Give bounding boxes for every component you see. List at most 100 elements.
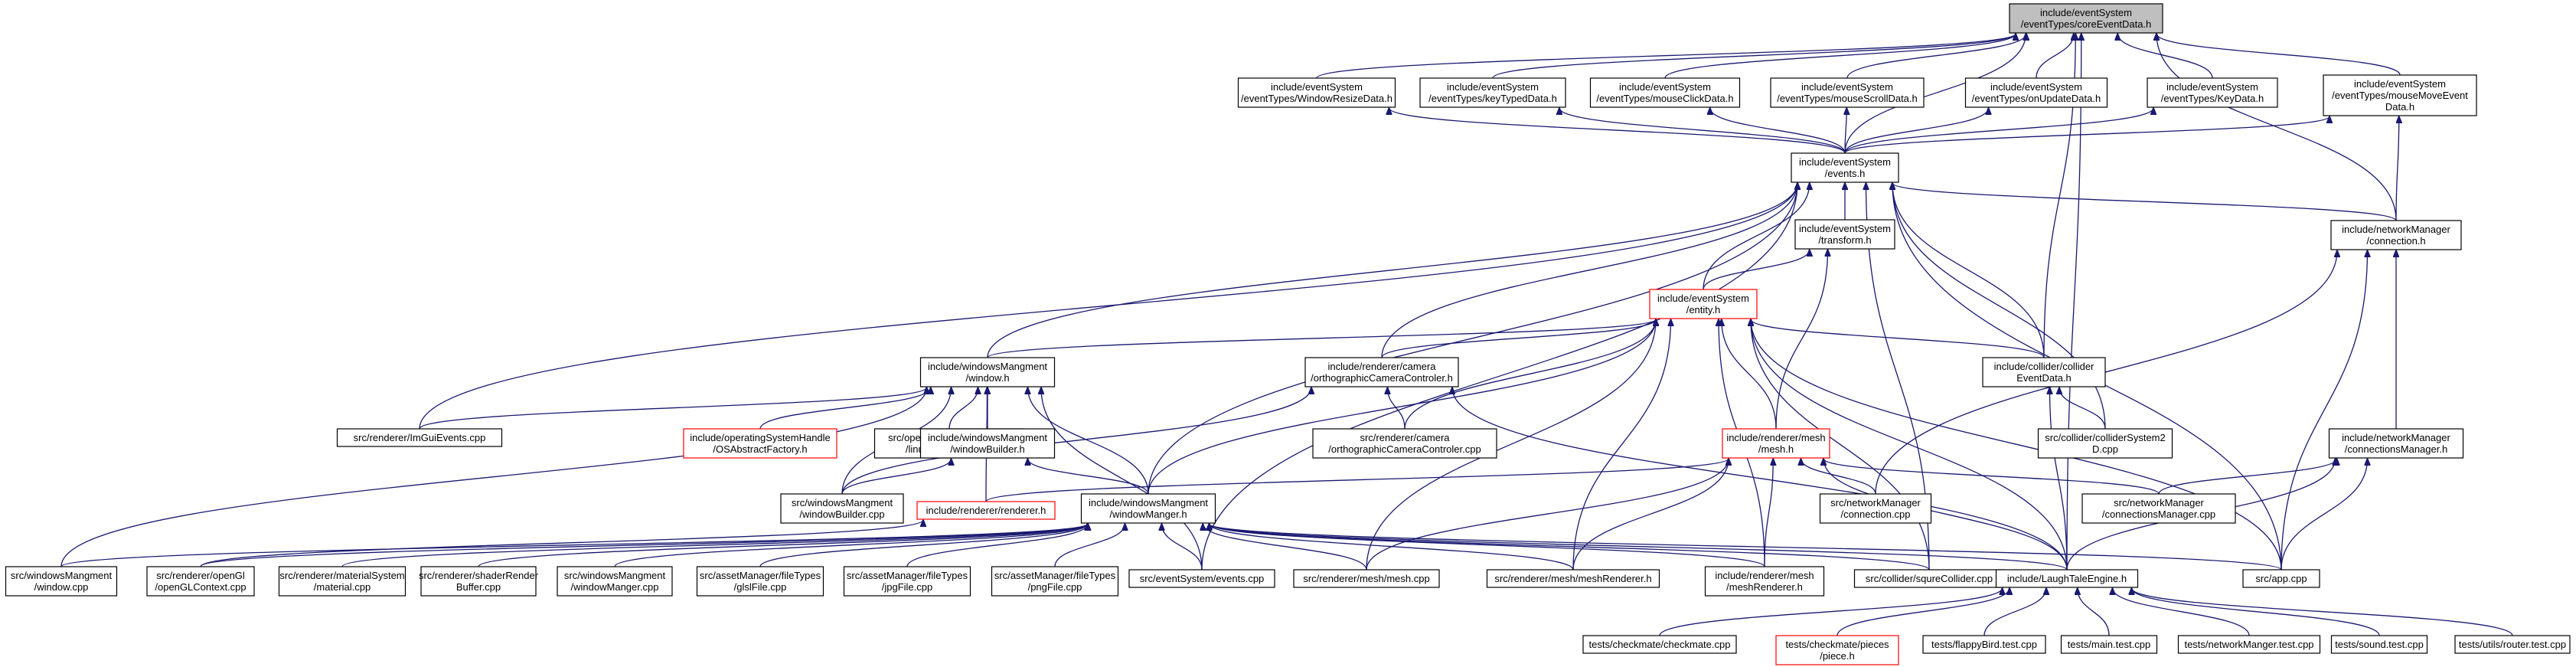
edge-laugh-to-orthoh xyxy=(1452,387,2068,571)
node-wbuilder[interactable]: include/windowsMangment/windowBuilder.h xyxy=(919,428,1056,459)
node-label-jpgfile: src/assetManager/fileTypes xyxy=(847,570,968,581)
edge-wmanger-to-window xyxy=(1028,387,1149,495)
node-wmangercpp[interactable]: src/windowsMangment/windowManger.cpp xyxy=(557,566,673,597)
node-box-events xyxy=(1791,152,1899,183)
edge-meshrendcpp-to-wmanger xyxy=(1210,524,1574,571)
node-transform[interactable]: include/eventSystem/transform.h xyxy=(1794,219,1895,250)
node-soundtest[interactable]: tests/sound.test.cpp xyxy=(2330,635,2428,654)
node-mclick[interactable]: include/eventSystem/eventTypes/mouseClic… xyxy=(1589,77,1741,108)
node-connmgr[interactable]: include/networkManager/connectionsManage… xyxy=(2328,428,2464,459)
node-piece[interactable]: tests/checkmate/pieces/piece.h xyxy=(1775,635,1899,665)
node-label-glslfile: /glslFile.cpp xyxy=(734,581,787,593)
edge-laugh-to-entity xyxy=(1751,319,2068,571)
node-meshcpp[interactable]: src/renderer/mesh/mesh.cpp xyxy=(1293,569,1440,588)
node-label-windowcpp: src/windowsMangment xyxy=(11,570,113,581)
edge-piece-to-laugh xyxy=(1837,588,2010,636)
node-orthoh[interactable]: include/renderer/camera/orthographicCame… xyxy=(1304,357,1459,387)
node-mscroll[interactable]: include/eventSystem/eventTypes/mouseScro… xyxy=(1770,77,1925,108)
node-label-checkmate: tests/checkmate/checkmate.cpp xyxy=(1589,639,1731,650)
node-eventscpp[interactable]: src/eventSystem/events.cpp xyxy=(1128,569,1275,588)
node-checkmate[interactable]: tests/checkmate/checkmate.cpp xyxy=(1582,635,1737,654)
node-material[interactable]: src/renderer/materialSystem/material.cpp xyxy=(278,566,406,597)
node-box-colliderev xyxy=(1982,357,2106,387)
node-label-mmove: Data.h xyxy=(2385,101,2414,113)
edge-mclick-to-core xyxy=(1664,34,2016,79)
edge-conncpp-to-meshh xyxy=(1801,459,1876,495)
node-laugh[interactable]: include/LaughTaleEngine.h xyxy=(1995,569,2139,588)
node-window[interactable]: include/windowsMangment/window.h xyxy=(919,357,1056,387)
node-label-events: /events.h xyxy=(1825,168,1866,179)
node-label-meshrendh: /meshRenderer.h xyxy=(1726,581,1803,593)
node-keydata[interactable]: include/eventSystem/eventTypes/KeyData.h xyxy=(2147,77,2278,108)
node-nettest[interactable]: tests/networkManger.test.cpp xyxy=(2177,635,2321,654)
node-windowcpp[interactable]: src/windowsMangment/window.cpp xyxy=(5,566,118,597)
edge-appcpp-to-connmgr xyxy=(2281,459,2368,571)
node-label-openglctx: /openGLContext.cpp xyxy=(155,581,246,593)
node-box-connmgr xyxy=(2328,428,2464,459)
node-onupdate[interactable]: include/eventSystem/eventTypes/onUpdateD… xyxy=(1964,77,2108,108)
node-connmgrcpp[interactable]: src/networkManager/connectionsManager.cp… xyxy=(2081,493,2236,524)
node-label-wmangercpp: src/windowsMangment xyxy=(564,570,666,581)
node-osfactory[interactable]: include/operatingSystemHandle/OSAbstract… xyxy=(683,428,837,459)
node-meshrendh[interactable]: include/renderer/mesh/meshRenderer.h xyxy=(1704,566,1825,597)
node-label-mmove: /eventTypes/mouseMoveEvent xyxy=(2332,90,2468,101)
node-maintest[interactable]: tests/main.test.cpp xyxy=(2060,635,2158,654)
edge-events-to-keydata xyxy=(1844,108,2153,154)
node-meshh[interactable]: include/renderer/mesh/mesh.h xyxy=(1722,428,1830,459)
node-squre[interactable]: src/collider/squreCollider.cpp xyxy=(1853,569,2005,588)
edge-checkmate-to-laugh xyxy=(1659,588,2003,636)
node-label-connmgr: /connectionsManager.h xyxy=(2345,443,2447,455)
edge-collsys-to-colliderev xyxy=(2059,387,2106,430)
node-core[interactable]: include/eventSystem/eventTypes/coreEvent… xyxy=(2009,3,2163,34)
node-label-orthocpp: /orthographicCameraControler.cpp xyxy=(1328,443,1481,455)
edge-wresize-to-core xyxy=(1316,34,2016,79)
node-label-wbuilder: /windowBuilder.h xyxy=(950,443,1025,455)
node-flappy[interactable]: tests/flappyBird.test.cpp xyxy=(1922,635,2046,654)
dependency-nodes: include/eventSystem/eventTypes/coreEvent… xyxy=(5,3,2571,665)
node-pngfile[interactable]: src/assetManager/fileTypes/pngFile.cpp xyxy=(991,566,1119,597)
node-label-piece: /piece.h xyxy=(1820,650,1855,662)
node-routertest[interactable]: tests/utils/router.test.cpp xyxy=(2454,635,2571,654)
edge-orthoh-to-events xyxy=(1381,183,1797,358)
node-rendererh[interactable]: include/renderer/renderer.h xyxy=(916,501,1056,520)
node-box-meshh xyxy=(1722,428,1830,459)
node-label-flappy: tests/flappyBird.test.cpp xyxy=(1931,639,2037,650)
node-openglctx[interactable]: src/renderer/openGl/openGLContext.cpp xyxy=(146,566,255,597)
node-imgui[interactable]: src/renderer/ImGuiEvents.cpp xyxy=(336,428,503,447)
node-mmove[interactable]: include/eventSystem/eventTypes/mouseMove… xyxy=(2323,74,2477,116)
node-label-transform: /transform.h xyxy=(1818,234,1871,246)
node-glslfile[interactable]: src/assetManager/fileTypes/glslFile.cpp xyxy=(696,566,824,597)
edge-eventscpp-to-events xyxy=(1201,183,1797,571)
node-meshrendcpp[interactable]: src/renderer/mesh/meshRenderer.h xyxy=(1486,569,1660,588)
node-box-appcpp xyxy=(2242,569,2320,588)
node-appcpp[interactable]: src/app.cpp xyxy=(2242,569,2320,588)
node-wresize[interactable]: include/eventSystem/eventTypes/WindowRes… xyxy=(1237,77,1396,108)
node-label-keytyped: /eventTypes/keyTypedData.h xyxy=(1428,93,1557,104)
node-label-collsys: D.cpp xyxy=(2092,443,2118,455)
node-label-shaderbuf: Buffer.cpp xyxy=(456,581,501,593)
node-label-wmanger: include/windowsMangment xyxy=(1089,497,1208,508)
node-box-connmgrcpp xyxy=(2081,493,2236,524)
node-entity[interactable]: include/eventSystem/entity.h xyxy=(1649,289,1758,319)
edge-meshh-to-entity xyxy=(1722,319,1777,430)
node-events[interactable]: include/eventSystem/events.h xyxy=(1791,152,1899,183)
node-label-routertest: tests/utils/router.test.cpp xyxy=(2459,639,2566,650)
node-jpgfile[interactable]: src/assetManager/fileTypes/jpgFile.cpp xyxy=(843,566,971,597)
node-label-mclick: /eventTypes/mouseClickData.h xyxy=(1596,93,1733,104)
node-conncpp[interactable]: src/networkManager/connection.cpp xyxy=(1819,493,1932,524)
edge-laugh-to-wmanger xyxy=(1210,524,2068,571)
edge-events-to-mscroll xyxy=(1845,108,1846,154)
node-keytyped[interactable]: include/eventSystem/eventTypes/keyTypedD… xyxy=(1419,77,1566,108)
node-label-connection: /connection.h xyxy=(2366,235,2425,247)
node-orthocpp[interactable]: src/renderer/camera/orthographicCameraCo… xyxy=(1312,428,1497,459)
node-label-onupdate: include/eventSystem xyxy=(1990,81,2082,93)
node-connection[interactable]: include/networkManager/connection.h xyxy=(2330,220,2462,250)
node-wmanger[interactable]: include/windowsMangment/windowManger.h xyxy=(1080,493,1216,524)
node-label-keytyped: include/eventSystem xyxy=(1447,81,1539,93)
node-wbuildercpp[interactable]: src/windowsMangment/windowBuilder.cpp xyxy=(780,493,904,524)
node-box-shaderbuf xyxy=(420,566,537,597)
